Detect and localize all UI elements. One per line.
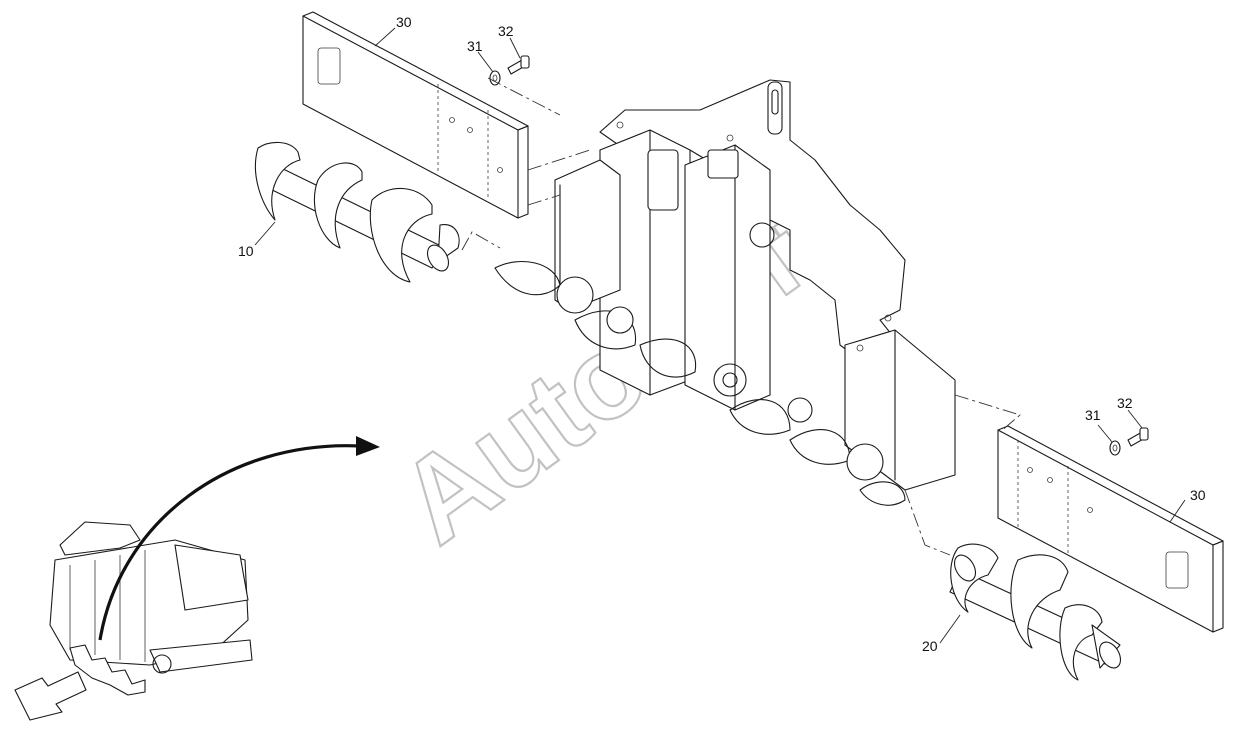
bolt-top (507, 55, 530, 75)
view-arrow-icon (14, 671, 87, 721)
auger-right (949, 543, 1122, 681)
leader-lines (254, 27, 1186, 644)
central-gearbox-assembly (494, 79, 956, 506)
washer-right (1109, 440, 1121, 456)
bolt-right (1127, 427, 1149, 447)
direction-arrow-icon (98, 436, 380, 641)
callout-washer-top: 31 (467, 38, 483, 54)
callout-washer-right: 31 (1085, 407, 1101, 423)
side-plate-right (997, 425, 1224, 633)
callout-auger-left: 10 (238, 243, 254, 259)
paver-machine-thumbnail (49, 521, 253, 696)
callout-plate-top: 30 (396, 14, 412, 30)
callout-bolt-top: 32 (498, 23, 514, 39)
callout-bolt-right: 32 (1117, 395, 1133, 411)
callout-auger-right: 20 (922, 638, 938, 654)
auger-left (254, 141, 460, 283)
assembly-lines (461, 77, 1021, 556)
callout-plate-right: 30 (1190, 487, 1206, 503)
washer-top (489, 70, 501, 86)
